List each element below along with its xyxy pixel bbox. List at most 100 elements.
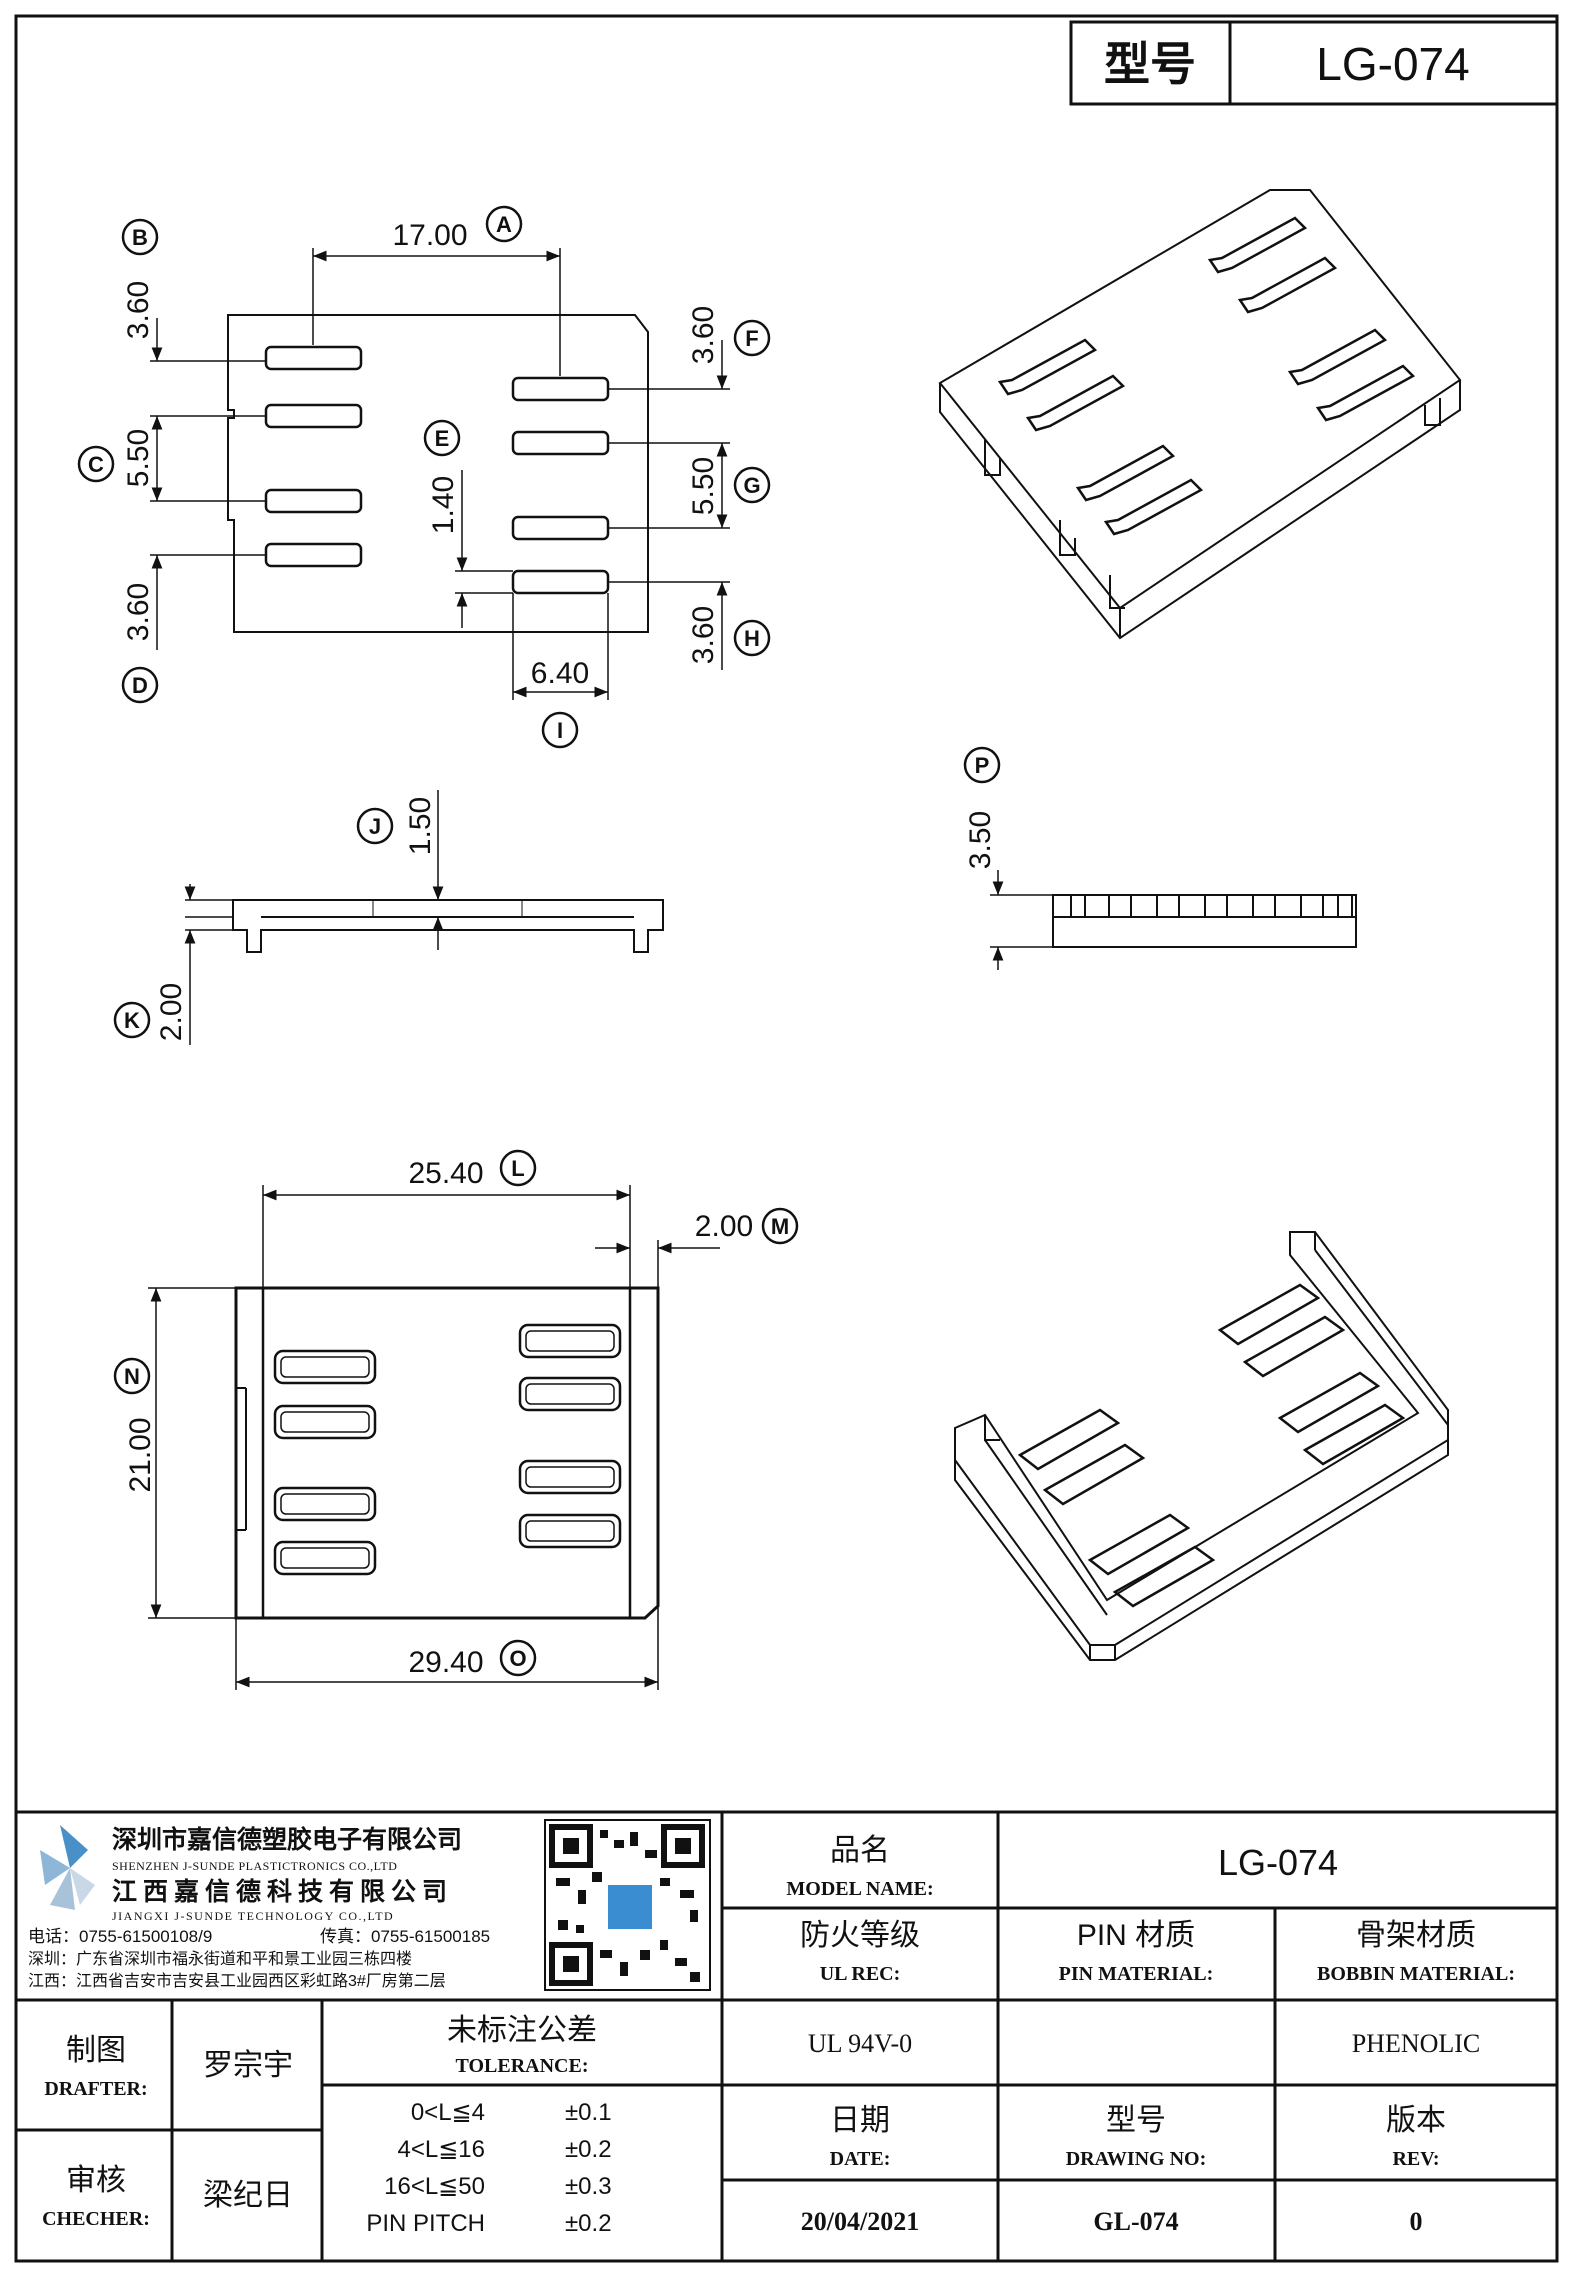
dim-marker-g: G	[733, 466, 771, 504]
top-view	[150, 248, 730, 700]
dim-marker-letter: F	[745, 326, 758, 351]
top-view-slots	[264, 345, 610, 595]
dim-marker-letter: N	[124, 1364, 140, 1389]
bottom-view-slots	[273, 1323, 622, 1576]
dim-marker-letter: E	[435, 426, 450, 451]
company-name-en-2: JIANGXI J-SUNDE TECHNOLOGY CO.,LTD	[112, 1909, 394, 1923]
dim-value-O: 29.40	[408, 1646, 483, 1679]
company-name-cn-2: 江西嘉信德科技有限公司	[112, 1877, 453, 1906]
dim-marker-letter: I	[557, 718, 563, 743]
dim-value-I: 6.40	[531, 657, 589, 690]
dim-marker-letter: K	[124, 1008, 140, 1033]
drawing-no-label-en: DRAWING NO:	[1066, 2148, 1207, 2170]
rev-value: 0	[1410, 2207, 1423, 2236]
bobbin-material-value: PHENOLIC	[1352, 2029, 1481, 2058]
dim-value-D: 3.60	[122, 583, 155, 641]
top-title-value: LG-074	[1316, 38, 1469, 90]
date-value: 20/04/2021	[801, 2207, 919, 2236]
isometric-top-view	[938, 189, 1462, 640]
tolerance-label-en: TOLERANCE:	[456, 2055, 589, 2077]
title-block-grid	[16, 1810, 1557, 2261]
drawing-no-label-cn: 型号	[1106, 2104, 1166, 2137]
tolerance-range: 4<L≦16	[397, 2136, 485, 2163]
end-view	[990, 870, 1357, 970]
checker-name: 梁纪日	[203, 2179, 293, 2212]
front-view	[184, 790, 664, 1045]
tolerance-value: ±0.3	[565, 2173, 612, 2200]
dimension-letter-markers: A B C D E F G H I J K L M N O P	[77, 205, 1001, 1677]
dim-marker-n: N	[113, 1357, 151, 1395]
tolerance-value: ±0.2	[565, 2210, 612, 2237]
qr-code	[544, 1819, 711, 1991]
dim-value-N: 21.00	[124, 1417, 157, 1492]
dim-value-A: 17.00	[392, 219, 467, 252]
dim-marker-m: M	[761, 1207, 799, 1245]
dim-marker-c: C	[77, 445, 115, 483]
dim-value-H: 3.60	[687, 606, 720, 664]
dim-marker-a: A	[485, 205, 523, 243]
dim-marker-p: P	[963, 746, 1001, 784]
date-label-cn: 日期	[830, 2104, 890, 2137]
tolerance-range: 0<L≦4	[411, 2099, 485, 2126]
model-name-label-en: MODEL NAME:	[786, 1878, 933, 1900]
dim-value-J: 1.50	[404, 797, 437, 855]
tolerance-range: 16<L≦50	[384, 2173, 485, 2200]
dim-marker-letter: L	[511, 1156, 524, 1181]
dim-value-C: 5.50	[122, 429, 155, 487]
company-address-shenzhen: 深圳：广东省深圳市福永街道和平和景工业园三栋四楼	[28, 1950, 412, 1968]
model-name-value: LG-074	[1218, 1842, 1338, 1883]
company-address-jiangxi: 江西：江西省吉安市吉安县工业园西区彩虹路3#厂房第二层	[28, 1972, 446, 1990]
dim-marker-o: O	[499, 1639, 537, 1677]
bobbin-material-label-cn: 骨架材质	[1356, 1919, 1476, 1952]
dim-marker-k: K	[113, 1001, 151, 1039]
dim-marker-letter: B	[132, 225, 148, 250]
dim-marker-letter: M	[771, 1214, 789, 1239]
tolerance-label-cn: 未标注公差	[447, 2014, 597, 2047]
iso-top-slots	[997, 216, 1416, 536]
top-view-dimension-texts: 17.00 6.40 3.60 5.50 3.60 1.40 3.60 5.50…	[122, 219, 720, 690]
checker-label-en: CHECHER:	[42, 2208, 150, 2230]
drafter-name: 罗宗宇	[203, 2049, 293, 2082]
date-label-en: DATE:	[830, 2148, 891, 2170]
rev-label-en: REV:	[1392, 2148, 1439, 2170]
bottom-view	[148, 1185, 720, 1690]
dim-marker-letter: P	[975, 753, 990, 778]
dim-value-G: 5.50	[687, 457, 720, 515]
company-fax: 传真：0755-61500185	[320, 1927, 490, 1946]
company-phone: 电话：0755-61500108/9	[28, 1927, 212, 1946]
dim-marker-letter: J	[369, 814, 381, 839]
company-name-en-1: SHENZHEN J-SUNDE PLASTICTRONICS CO.,LTD	[112, 1859, 397, 1873]
rev-label-cn: 版本	[1386, 2104, 1446, 2137]
dim-marker-i: I	[541, 711, 579, 749]
dim-value-E: 1.40	[427, 476, 460, 534]
checker-label-cn: 审核	[66, 2164, 126, 2197]
tolerance-range: PIN PITCH	[366, 2210, 485, 2237]
model-name-label-cn: 品名	[830, 1834, 890, 1867]
bobbin-material-label-en: BOBBIN MATERIAL:	[1317, 1963, 1515, 1985]
isometric-bottom-view	[954, 1231, 1449, 1661]
pin-material-label-cn: PIN 材质	[1077, 1919, 1195, 1952]
dim-marker-h: H	[733, 619, 771, 657]
top-title-label: 型号	[1104, 38, 1196, 90]
dim-marker-d: D	[121, 666, 159, 704]
dim-value-B: 3.60	[122, 281, 155, 339]
dim-value-F: 3.60	[687, 306, 720, 364]
ul-rec-label-en: UL REC:	[820, 1963, 901, 1985]
dim-value-L: 25.40	[408, 1157, 483, 1190]
tolerance-table: 0<L≦4 ±0.1 4<L≦16 ±0.2 16<L≦50 ±0.3 PIN …	[366, 2099, 611, 2237]
dim-marker-letter: H	[744, 626, 760, 651]
top-title-box: 型号 LG-074	[1069, 20, 1559, 106]
sheet-border	[14, 14, 1559, 2263]
company-logo	[40, 1825, 95, 1910]
dim-marker-letter: G	[743, 473, 760, 498]
tolerance-value: ±0.2	[565, 2136, 612, 2163]
ul-rec-label-cn: 防火等级	[800, 1919, 920, 1952]
company-name-cn-1: 深圳市嘉信德塑胶电子有限公司	[112, 1825, 462, 1854]
dim-marker-f: F	[733, 319, 771, 357]
pin-material-label-en: PIN MATERIAL:	[1059, 1963, 1214, 1985]
dim-value-M: 2.00	[695, 1210, 753, 1243]
dim-marker-e: E	[423, 419, 461, 457]
drafter-label-en: DRAFTER:	[44, 2078, 147, 2100]
